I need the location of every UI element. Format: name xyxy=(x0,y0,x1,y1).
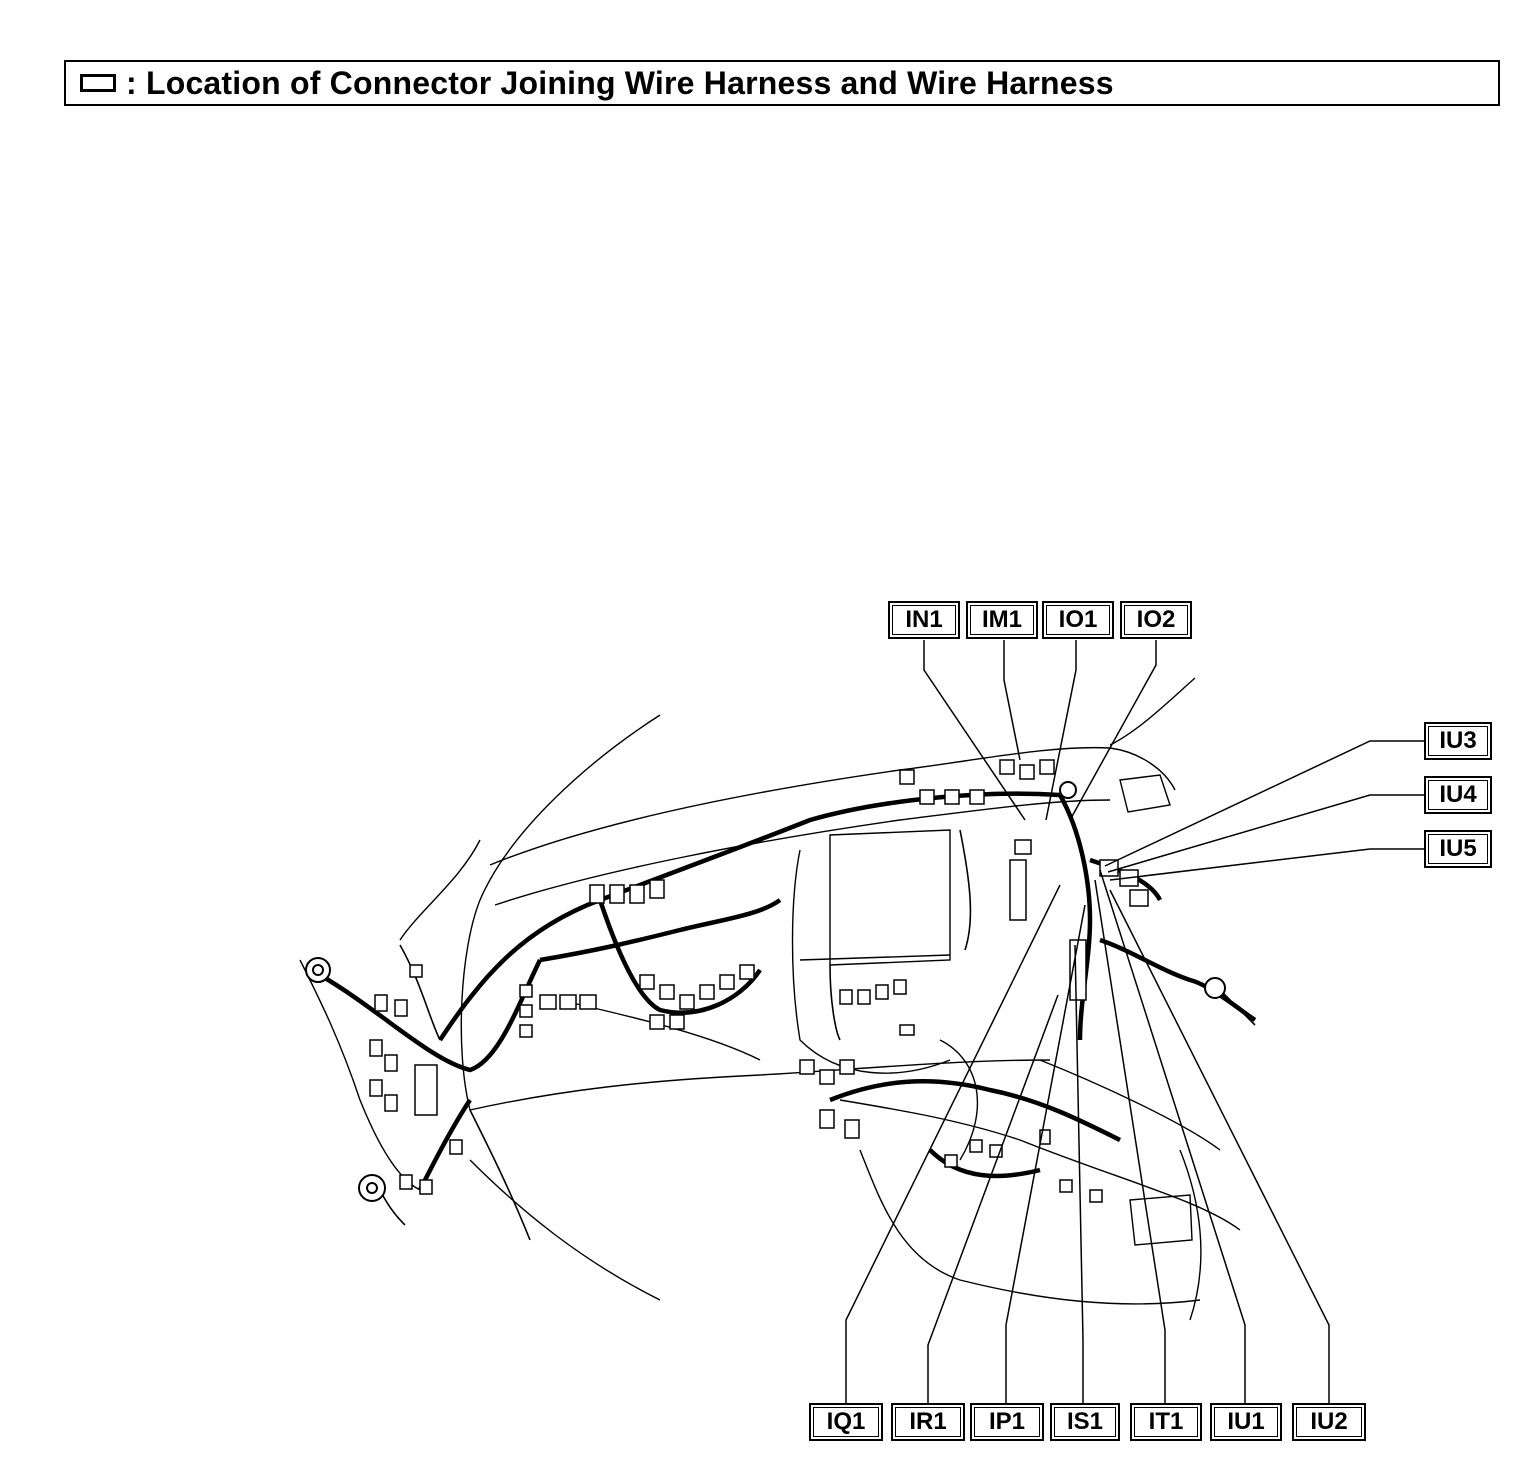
connector-label-ip1: IP1 xyxy=(970,1403,1044,1441)
connector-label-io2: IO2 xyxy=(1120,601,1192,639)
wire-harness xyxy=(318,791,1257,1192)
thin-wires xyxy=(379,829,1256,1241)
connector-label-iu3: IU3 xyxy=(1424,722,1492,760)
connector-label-iu4: IU4 xyxy=(1424,776,1492,814)
connector-label-io1: IO1 xyxy=(1042,601,1114,639)
connector-label-in1: IN1 xyxy=(888,601,960,639)
grommets xyxy=(305,781,1226,1202)
connector-label-is1: IS1 xyxy=(1050,1403,1120,1441)
page-title: : Location of Connector Joining Wire Har… xyxy=(126,64,1114,101)
connector-label-iu1: IU1 xyxy=(1210,1403,1282,1441)
connector-label-iq1: IQ1 xyxy=(809,1403,883,1441)
connector-label-ir1: IR1 xyxy=(891,1403,965,1441)
connector-label-iu2: IU2 xyxy=(1292,1403,1366,1441)
connector-label-iu5: IU5 xyxy=(1424,830,1492,868)
connector-label-it1: IT1 xyxy=(1130,1403,1202,1441)
title-bar: : Location of Connector Joining Wire Har… xyxy=(64,60,1500,106)
leader-lines xyxy=(845,640,1424,1404)
dashboard-outline xyxy=(299,677,1241,1321)
connector-blocks xyxy=(369,759,1149,1203)
connector-box-icon xyxy=(80,74,116,92)
connector-label-im1: IM1 xyxy=(966,601,1038,639)
